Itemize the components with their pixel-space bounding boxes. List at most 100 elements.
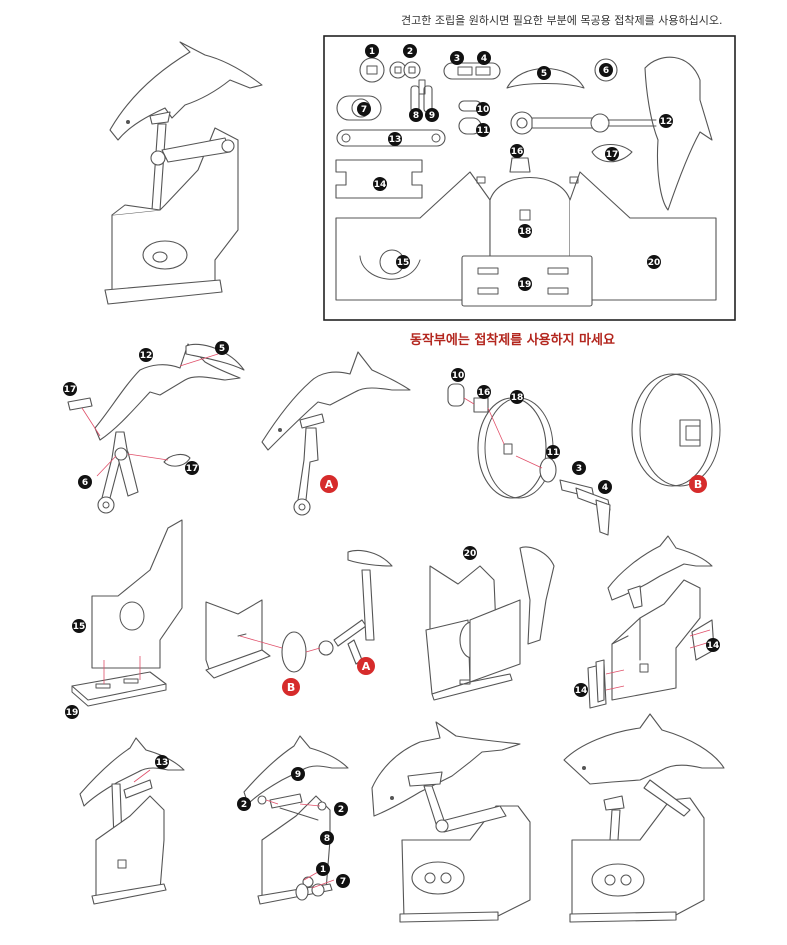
svg-text:12: 12 (660, 117, 673, 127)
svg-text:10: 10 (452, 371, 465, 381)
step-stand-base (71, 519, 183, 707)
svg-text:4: 4 (602, 483, 608, 493)
svg-text:19: 19 (519, 280, 532, 290)
sheet-part-badge-7: 7 (357, 102, 371, 116)
step10-part-badge-7: 7 (336, 874, 350, 888)
glue-instruction-note: 견고한 조립을 원하시면 필요한 부분에 목공용 접착제를 사용하십시오. (401, 14, 723, 27)
svg-text:2: 2 (407, 47, 413, 57)
step-peg-assembly (243, 735, 349, 905)
step1-part-badge-12: 12 (139, 348, 153, 362)
sheet-part-badge-10: 10 (476, 102, 490, 116)
step-arm-link (79, 737, 185, 905)
sheet-part-badge-1: 1 (365, 44, 379, 58)
marker-b-step4: B (689, 475, 707, 493)
finished-model-illustration (104, 41, 263, 305)
step-side-panels (587, 535, 715, 709)
sheet-part-badge-5: 5 (537, 66, 551, 80)
svg-text:17: 17 (606, 150, 619, 160)
svg-text:10: 10 (477, 105, 490, 115)
sheet-part-badge-19: 19 (518, 277, 532, 291)
sheet-part-badge-11: 11 (476, 123, 490, 137)
svg-text:A: A (362, 660, 371, 673)
svg-text:5: 5 (219, 344, 225, 354)
svg-text:14: 14 (707, 641, 720, 651)
sheet-part-badge-20: 20 (647, 255, 661, 269)
step3-part-badge-10: 10 (451, 368, 465, 382)
svg-text:1: 1 (320, 865, 326, 875)
step1-part-badge-6: 6 (78, 475, 92, 489)
step3-part-badge-16: 16 (477, 385, 491, 399)
sheet-part-badge-16: 16 (510, 144, 524, 158)
svg-text:A: A (325, 478, 334, 491)
svg-text:20: 20 (464, 549, 477, 559)
svg-text:8: 8 (413, 111, 419, 121)
svg-text:14: 14 (575, 686, 588, 696)
svg-text:17: 17 (186, 464, 199, 474)
sheet-part-badge-4: 4 (477, 51, 491, 65)
svg-text:19: 19 (66, 708, 79, 718)
step10-part-badge-9: 9 (291, 767, 305, 781)
subassembly-markers: A B B A (282, 475, 707, 696)
step-body-assembly (425, 546, 555, 701)
svg-text:7: 7 (340, 877, 346, 887)
step1-part-badge-5: 5 (215, 341, 229, 355)
svg-text:15: 15 (397, 258, 410, 268)
final-model-view-2 (563, 713, 725, 923)
svg-text:5: 5 (541, 69, 547, 79)
parts-sheet (335, 56, 717, 307)
step5-part-badge-15: 15 (72, 619, 86, 633)
step3-part-badge-4: 4 (598, 480, 612, 494)
svg-text:9: 9 (295, 770, 301, 780)
svg-text:4: 4 (481, 54, 487, 64)
step5-part-badge-19: 19 (65, 705, 79, 719)
svg-text:20: 20 (648, 258, 661, 268)
final-model-view-1 (371, 721, 531, 923)
marker-a-step6: A (357, 657, 375, 675)
sheet-part-badge-13: 13 (388, 132, 402, 146)
marker-a-step2: A (320, 475, 338, 493)
sheet-part-badge-18: 18 (518, 224, 532, 238)
svg-text:13: 13 (156, 758, 169, 768)
svg-text:17: 17 (64, 385, 77, 395)
sheet-part-badge-14: 14 (373, 177, 387, 191)
svg-text:18: 18 (511, 393, 524, 403)
svg-text:9: 9 (429, 111, 435, 121)
svg-text:2: 2 (241, 800, 247, 810)
svg-text:2: 2 (338, 805, 344, 815)
sheet-part-badge-9: 9 (425, 108, 439, 122)
svg-text:12: 12 (140, 351, 153, 361)
step10-part-badge-2: 2 (334, 802, 348, 816)
step8-part-badge-14: 14 (574, 683, 588, 697)
step8-part-badge-14: 14 (706, 638, 720, 652)
svg-text:8: 8 (324, 834, 330, 844)
svg-text:14: 14 (374, 180, 387, 190)
step1-part-badge-17: 17 (63, 382, 77, 396)
svg-text:B: B (694, 478, 702, 491)
svg-text:B: B (287, 681, 295, 694)
step3-part-badge-11: 11 (546, 445, 560, 459)
sheet-part-badge-6: 6 (599, 63, 613, 77)
step7-part-badge-20: 20 (463, 546, 477, 560)
svg-text:11: 11 (547, 448, 560, 458)
svg-text:18: 18 (519, 227, 532, 237)
step3-part-badge-18: 18 (510, 390, 524, 404)
svg-text:13: 13 (389, 135, 402, 145)
sheet-part-badge-17: 17 (605, 147, 619, 161)
step-combine-wheel-arms (205, 549, 393, 679)
svg-text:15: 15 (73, 622, 86, 632)
step10-part-badge-8: 8 (320, 831, 334, 845)
step3-part-badge-3: 3 (572, 461, 586, 475)
sheet-part-badge-3: 3 (450, 51, 464, 65)
step1-part-badge-17: 17 (185, 461, 199, 475)
step-wheel-assembly (447, 383, 611, 536)
moving-parts-warning: 동작부에는 접착제를 사용하지 마세요 (410, 333, 615, 348)
svg-text:6: 6 (603, 66, 609, 76)
svg-text:3: 3 (454, 54, 460, 64)
marker-b-step6: B (282, 678, 300, 696)
svg-text:3: 3 (576, 464, 582, 474)
step-dolphin-assembly (67, 343, 245, 514)
sheet-part-badge-8: 8 (409, 108, 423, 122)
svg-text:16: 16 (478, 388, 491, 398)
